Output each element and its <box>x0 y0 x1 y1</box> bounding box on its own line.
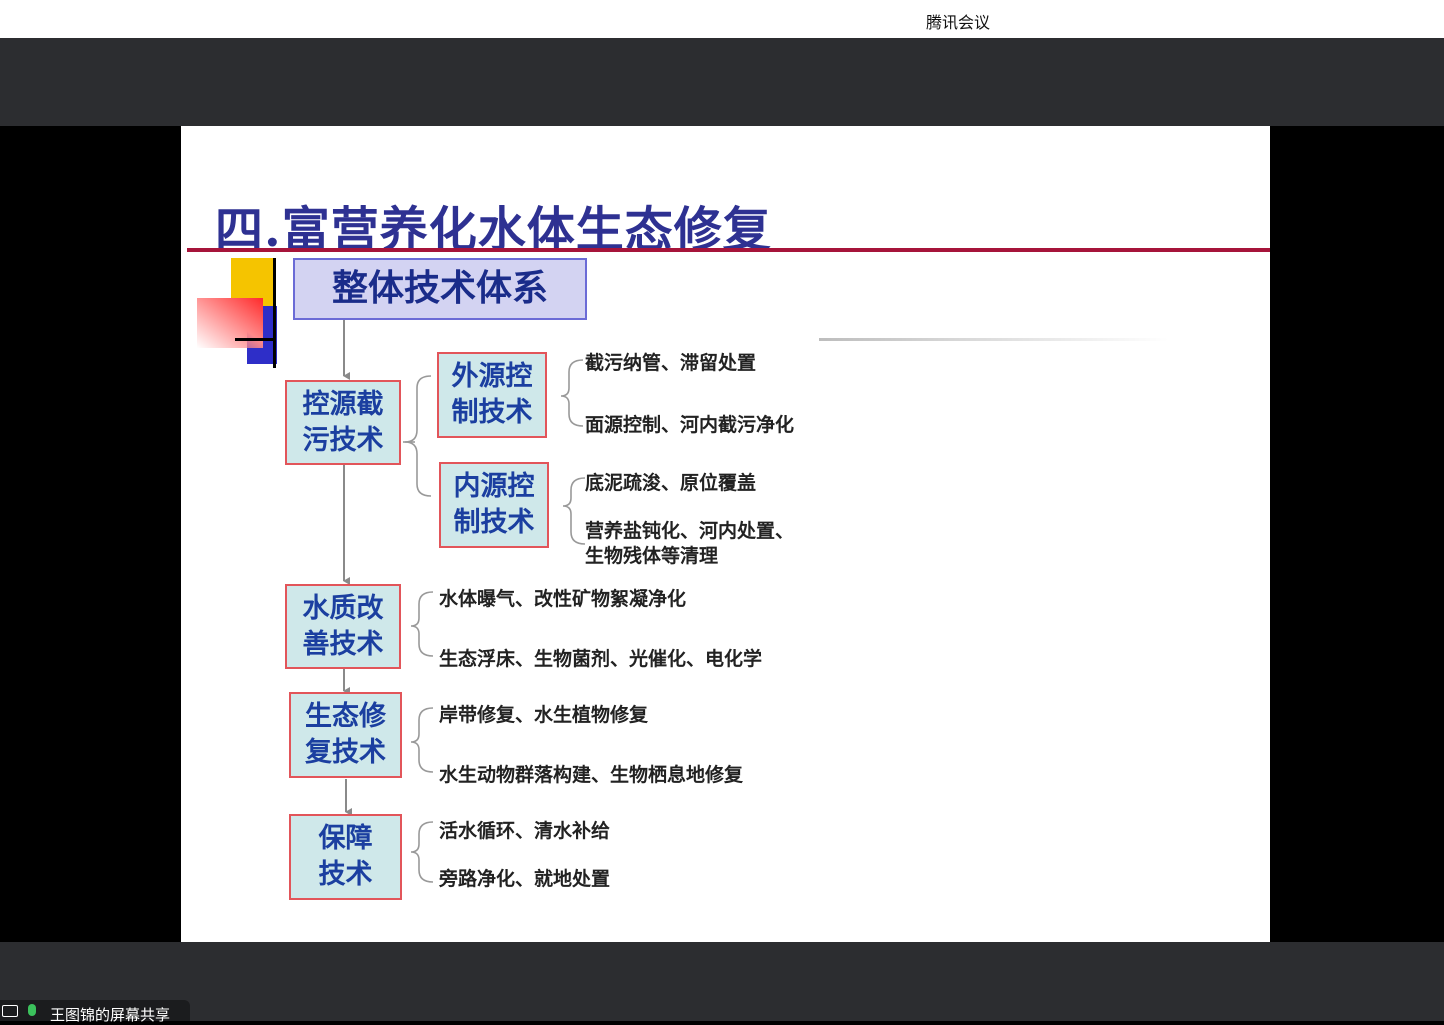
category-label-line1: 生态修 <box>305 701 386 732</box>
leaf-item: 旁路净化、就地处置 <box>439 868 611 890</box>
microphone-icon <box>28 1004 36 1016</box>
tree-connectors <box>343 320 586 883</box>
leaf-item: 岸带修复、水生植物修复 <box>439 704 649 726</box>
category-guarantee: 保障技术 <box>289 814 402 900</box>
category-label-line1: 水质改 <box>302 592 384 624</box>
category-label-line1: 保障 <box>318 823 373 854</box>
screen-share-icon <box>2 1005 18 1017</box>
leaf-item: 面源控制、河内截污净化 <box>585 414 795 436</box>
screen-share-label: 王图锦的屏幕共享 <box>50 1006 171 1024</box>
root-node: 整体技术体系 <box>293 258 587 320</box>
bottom-toolbar-area <box>0 942 1444 1021</box>
leaf-item: 水生动物群落构建、生物栖息地修复 <box>439 764 744 786</box>
subgroup-label-line2: 制技术 <box>453 507 535 538</box>
leaf-item: 活水循环、清水补给 <box>439 820 611 842</box>
subgroup-label-line1: 内源控 <box>453 471 535 502</box>
leaf-item: 底泥疏浚、原位覆盖 <box>585 472 757 494</box>
leaf-item: 营养盐钝化、河内处置、 <box>585 520 795 542</box>
decor-vertical-line <box>273 258 276 368</box>
subgroup-label-line2: 制技术 <box>451 397 533 428</box>
category-ecological-restoration: 生态修复技术 <box>289 692 402 778</box>
decor-faint-line <box>819 338 1169 341</box>
app-title: 腾讯会议 <box>926 13 991 32</box>
screen-share-indicator[interactable]: 王图锦的屏幕共享 <box>0 1000 190 1024</box>
category-label-line2: 善技术 <box>302 628 384 660</box>
subgroup-internal-source: 内源控制技术 <box>439 462 549 548</box>
category-label-line1: 控源截 <box>302 388 384 420</box>
category-water-quality: 水质改善技术 <box>285 584 401 669</box>
category-label-line2: 技术 <box>318 859 373 890</box>
subgroup-label-line1: 外源控 <box>451 361 533 392</box>
leaf-item: 生物残体等清理 <box>585 545 719 567</box>
top-toolbar-area <box>0 38 1444 126</box>
category-label-line2: 复技术 <box>305 737 386 768</box>
decor-horizontal-line <box>235 338 275 341</box>
leaf-item: 截污纳管、滞留处置 <box>585 352 757 374</box>
shared-slide: 四.富营养化水体生态修复 整体技术体系 控源截污技术 <box>181 126 1270 942</box>
subgroup-external-source: 外源控制技术 <box>437 352 547 438</box>
category-label-line2: 污技术 <box>302 424 384 456</box>
leaf-item: 水体曝气、改性矿物絮凝净化 <box>439 588 687 610</box>
category-source-control: 控源截污技术 <box>285 380 401 465</box>
leaf-item: 生态浮床、生物菌剂、光催化、电化学 <box>439 648 763 670</box>
title-divider <box>187 248 1270 252</box>
window-titlebar: 腾讯会议 <box>0 0 1444 38</box>
